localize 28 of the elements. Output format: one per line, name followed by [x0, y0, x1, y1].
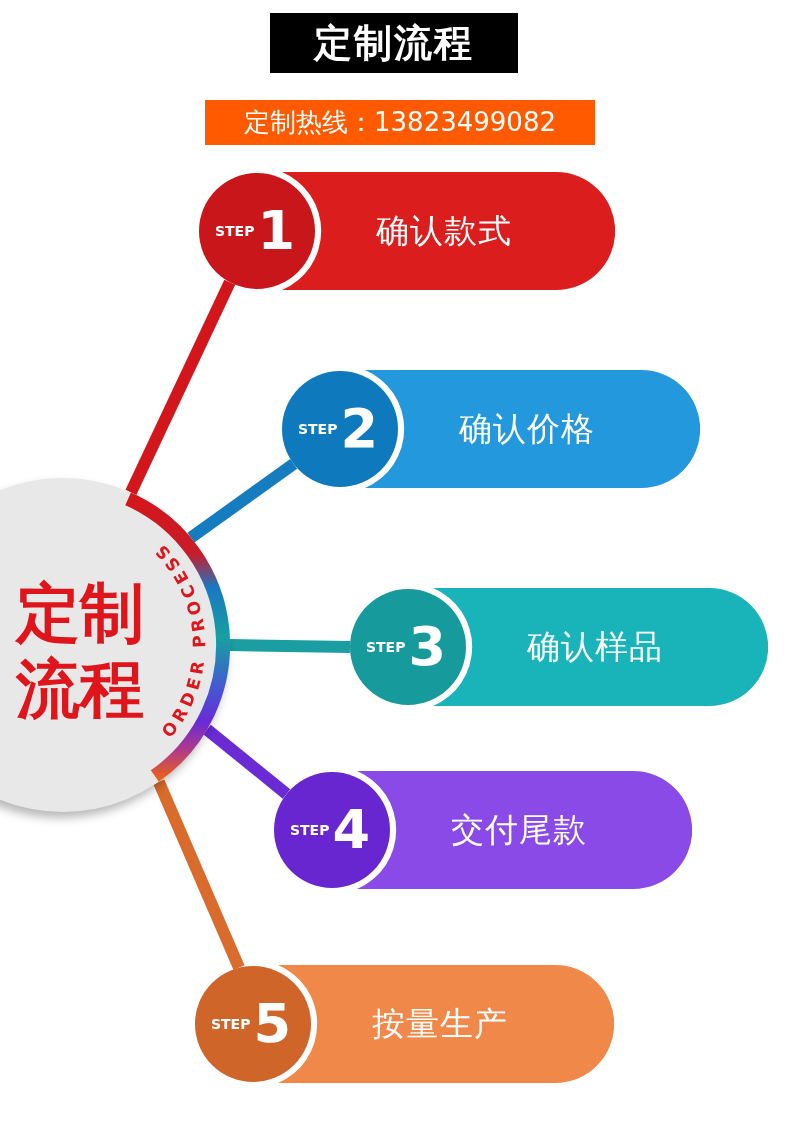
step-number: 1: [257, 204, 295, 258]
connector-line: [125, 279, 236, 495]
step-title: 确认款式: [376, 212, 512, 250]
step-tag: STEP: [365, 640, 406, 654]
hotline-banner: 定制热线：13823499082: [205, 100, 595, 145]
hub-title: 定制流程: [16, 575, 145, 727]
step-tag: STEP: [289, 823, 330, 837]
connector-line: [229, 639, 351, 653]
step-number: 4: [332, 803, 370, 857]
connector-line: [187, 459, 298, 543]
step-badge: [195, 966, 311, 1082]
title-banner: 定制流程: [270, 13, 518, 73]
step-tag: STEP: [297, 422, 338, 436]
step-number: 5: [253, 997, 291, 1051]
step-badge: [199, 173, 315, 289]
step-tag: STEP: [214, 224, 255, 238]
step-badge: [282, 371, 398, 487]
connector-line: [203, 724, 291, 799]
step-number: 2: [340, 402, 378, 456]
step-number: 3: [408, 620, 446, 674]
step-title: 确认价格: [459, 410, 595, 448]
step-badge: [350, 589, 466, 705]
step-title: 交付尾款: [451, 811, 587, 849]
step-title: 按量生产: [372, 1005, 508, 1043]
step-title: 确认样品: [527, 628, 663, 666]
step-tag: STEP: [210, 1017, 251, 1031]
connector-line: [153, 779, 245, 971]
step-badge: [274, 772, 390, 888]
